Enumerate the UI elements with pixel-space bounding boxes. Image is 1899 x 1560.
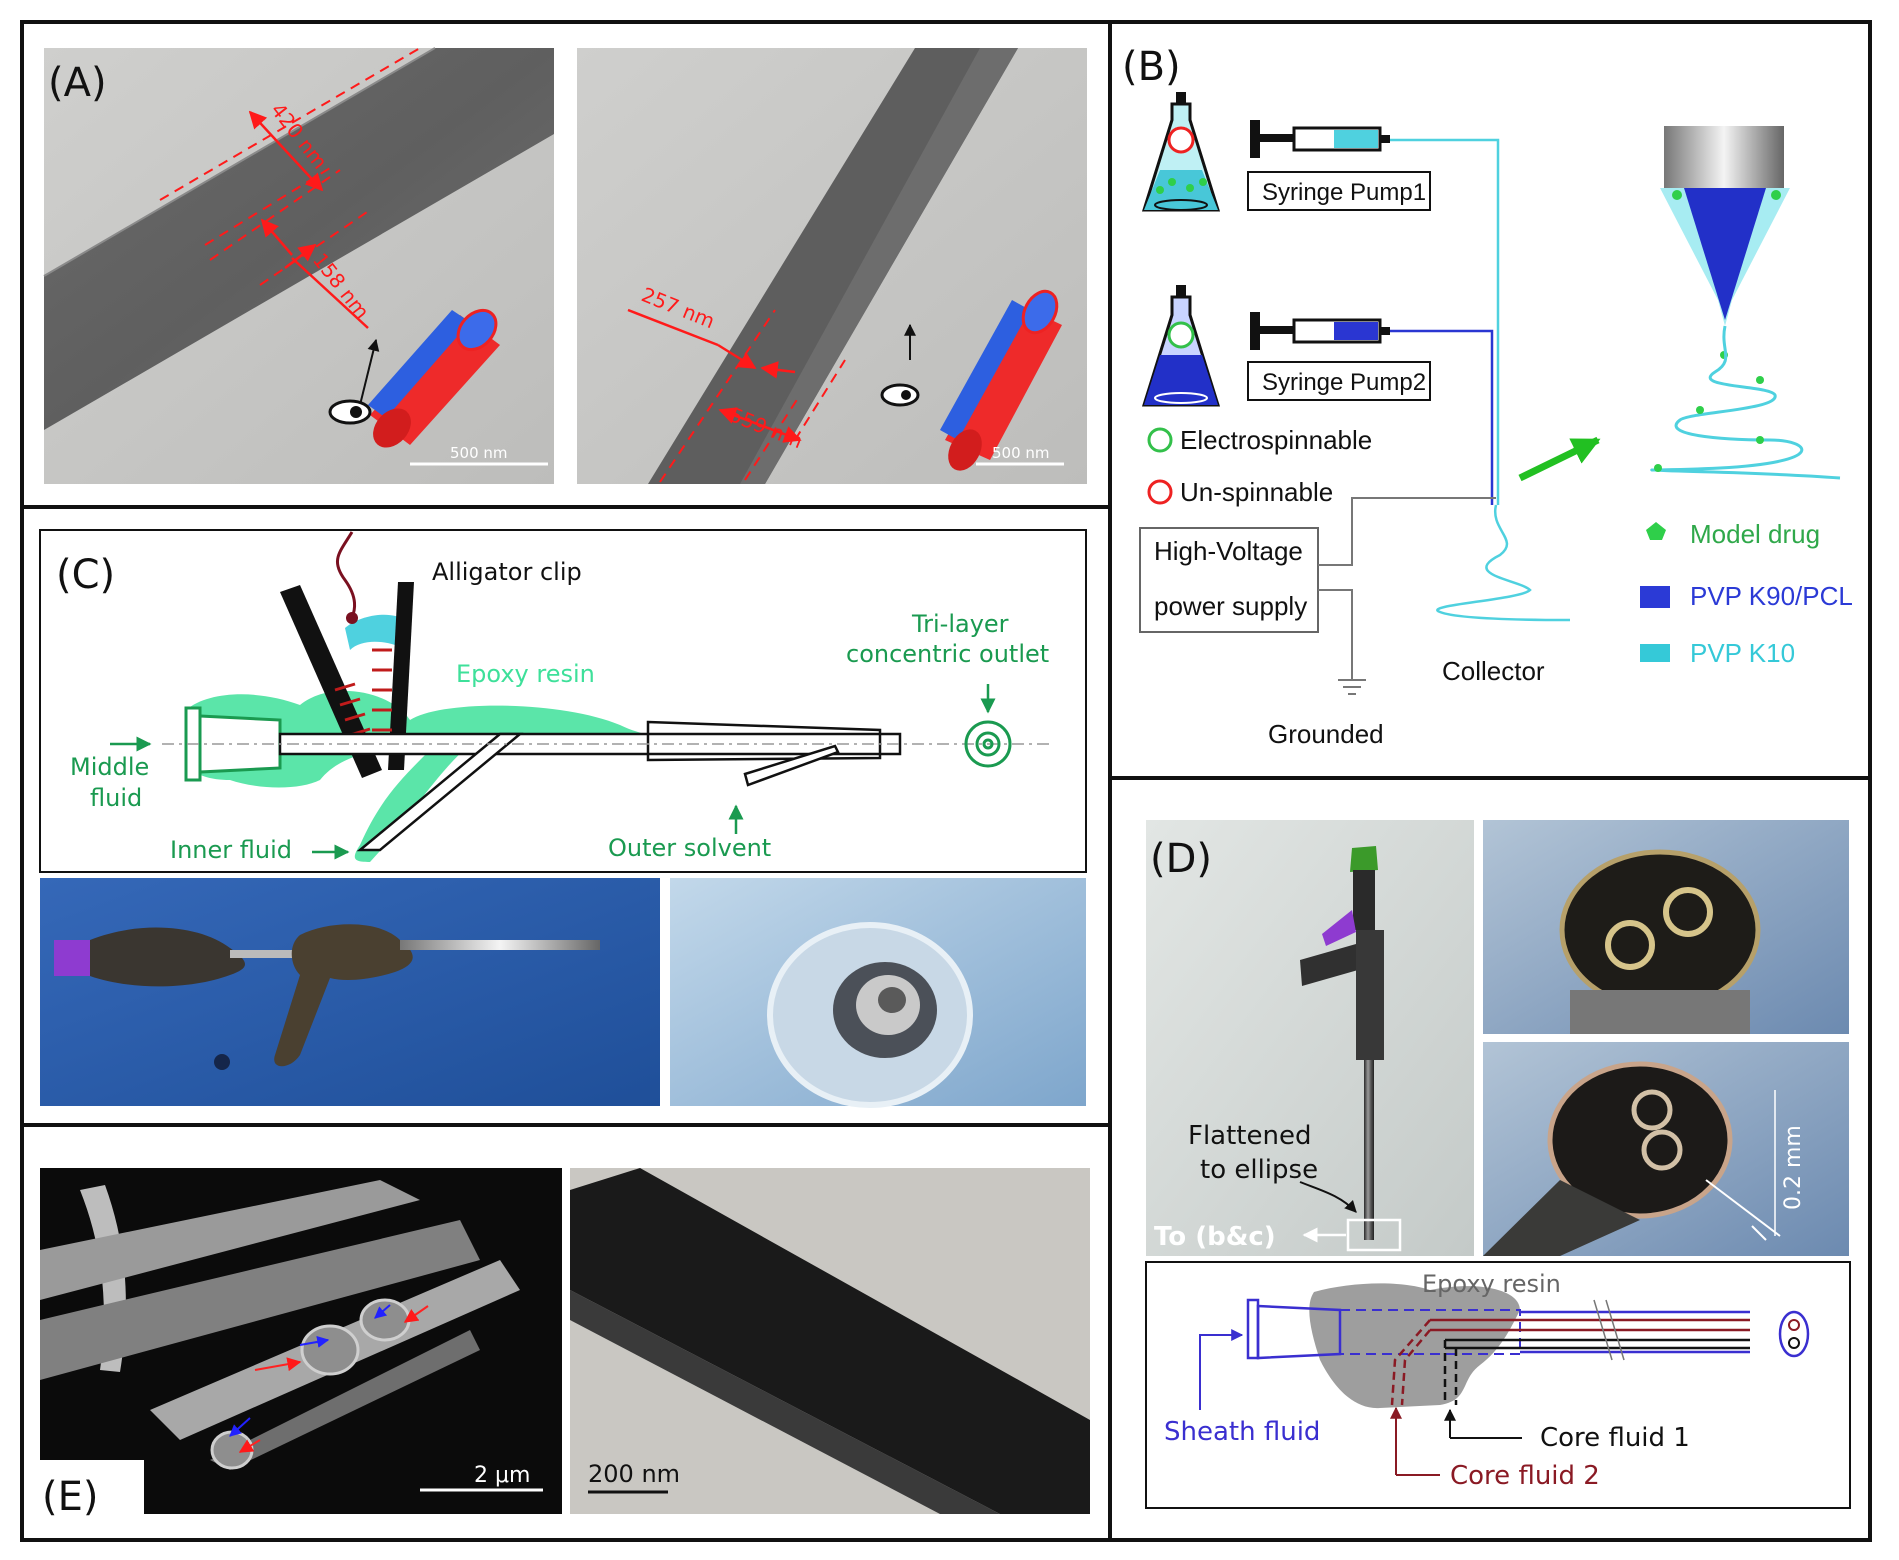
panel-a-right-scale: 500 nm <box>992 444 1050 462</box>
panel-c: (C) Alligator clip Epoxy resin <box>39 529 1087 1108</box>
inner-fluid-label: Inner fluid <box>170 836 292 864</box>
epoxy-resin-shape-d <box>1309 1283 1520 1409</box>
panel-b: (B) Syringe Pump1 <box>1122 44 1853 749</box>
panel-d: (D) Flattened to ellipse To (b&c) <box>1145 820 1851 1509</box>
hv-line-1: High-Voltage <box>1154 536 1303 566</box>
epoxy-resin-label: Epoxy resin <box>456 660 595 688</box>
flask-1 <box>1141 92 1221 212</box>
panel-e-scale-left: 2 μm <box>474 1463 530 1488</box>
flattened-line-1: Flattened <box>1188 1121 1311 1151</box>
panel-a-tem-right: 257 nm 559 nm 500 nm <box>577 48 1087 484</box>
eye-icon <box>328 399 372 425</box>
flask-2 <box>1141 285 1221 407</box>
legend-pvp-k90: PVP K90/PCL <box>1690 581 1853 611</box>
sheath-fluid-label: Sheath fluid <box>1164 1417 1320 1447</box>
middle-fluid-line-2: fluid <box>90 784 142 812</box>
alligator-clip-label: Alligator clip <box>432 558 582 586</box>
panel-c-label: (C) <box>56 552 115 598</box>
panel-a-label: (A) <box>48 60 107 106</box>
legend-unspinnable: Un-spinnable <box>1180 477 1333 507</box>
flattened-line-2: to ellipse <box>1200 1155 1318 1185</box>
panel-e-label: (E) <box>42 1474 98 1520</box>
jet-spiral-small <box>1436 504 1571 622</box>
panel-frames <box>20 20 1872 1542</box>
syringe-pump-1: Syringe Pump1 <box>1247 120 1431 211</box>
nozzle-zoom <box>1650 126 1841 480</box>
grounded-label: Grounded <box>1268 719 1384 749</box>
panel-e: 2 μm (E) 200 nm <box>40 1168 1090 1520</box>
panel-a-left-scale: 500 nm <box>450 444 508 462</box>
middle-fluid-line-1: Middle <box>70 753 149 781</box>
legend-electrospinnable: Electrospinnable <box>1180 425 1372 455</box>
epoxy-resin-label-d: Epoxy resin <box>1422 1270 1561 1298</box>
syringe-pump-1-label: Syringe Pump1 <box>1262 179 1426 206</box>
syringe-pump-2-label: Syringe Pump2 <box>1262 369 1426 396</box>
panel-c-photo-outlet <box>670 878 1086 1108</box>
panel-e-scale-right: 200 nm <box>588 1460 680 1488</box>
panel-a-right-fiber-model <box>940 289 1062 471</box>
outer-solvent-label: Outer solvent <box>608 834 771 862</box>
dimension-label: 0.2 mm <box>1781 1125 1806 1210</box>
outlet-cross-section-icon <box>1778 1310 1810 1358</box>
core-fluid-1-label: Core fluid 1 <box>1540 1423 1690 1453</box>
panel-e-sem-left: 2 μm (E) <box>40 1168 562 1520</box>
panel-a: 420 nm 158 nm 500 nm (A) <box>43 47 1087 484</box>
panel-d-label: (D) <box>1150 836 1212 882</box>
outlet-line-1: Tri-layer <box>911 610 1009 638</box>
panel-a-tem-left: 420 nm 158 nm 500 nm (A) <box>43 47 554 484</box>
eye-icon <box>880 383 920 407</box>
legend-model-drug: Model drug <box>1690 519 1820 549</box>
panel-d-photo-bottom: 0.2 mm <box>1483 1042 1849 1256</box>
high-voltage-box: High-Voltage power supply Grounded <box>1139 497 1496 749</box>
syringe-pump-2: Syringe Pump2 <box>1247 312 1431 401</box>
to-bc-label: To (b&c) <box>1154 1222 1276 1252</box>
panel-b-label: (B) <box>1122 44 1181 90</box>
panel-d-photo-top <box>1483 820 1849 1034</box>
legend-pvp-k10: PVP K10 <box>1690 638 1795 668</box>
hv-line-2: power supply <box>1154 591 1307 621</box>
material-legend: Model drug PVP K90/PCL PVP K10 <box>1640 519 1853 668</box>
collector-label: Collector <box>1442 656 1545 686</box>
panel-e-tem-right: 200 nm <box>570 1168 1090 1514</box>
panel-a-left-fiber-model <box>368 308 500 448</box>
panel-d-needle-device <box>1300 846 1384 1240</box>
outlet-line-2: concentric outlet <box>846 640 1049 668</box>
spinnable-legend: Electrospinnable Un-spinnable <box>1147 425 1372 507</box>
panel-d-schematic: Epoxy resin <box>1145 1261 1851 1509</box>
core-fluid-2-label: Core fluid 2 <box>1450 1461 1600 1491</box>
panel-c-photo-device <box>40 878 660 1106</box>
tri-layer-outlet-icon <box>964 720 1012 768</box>
